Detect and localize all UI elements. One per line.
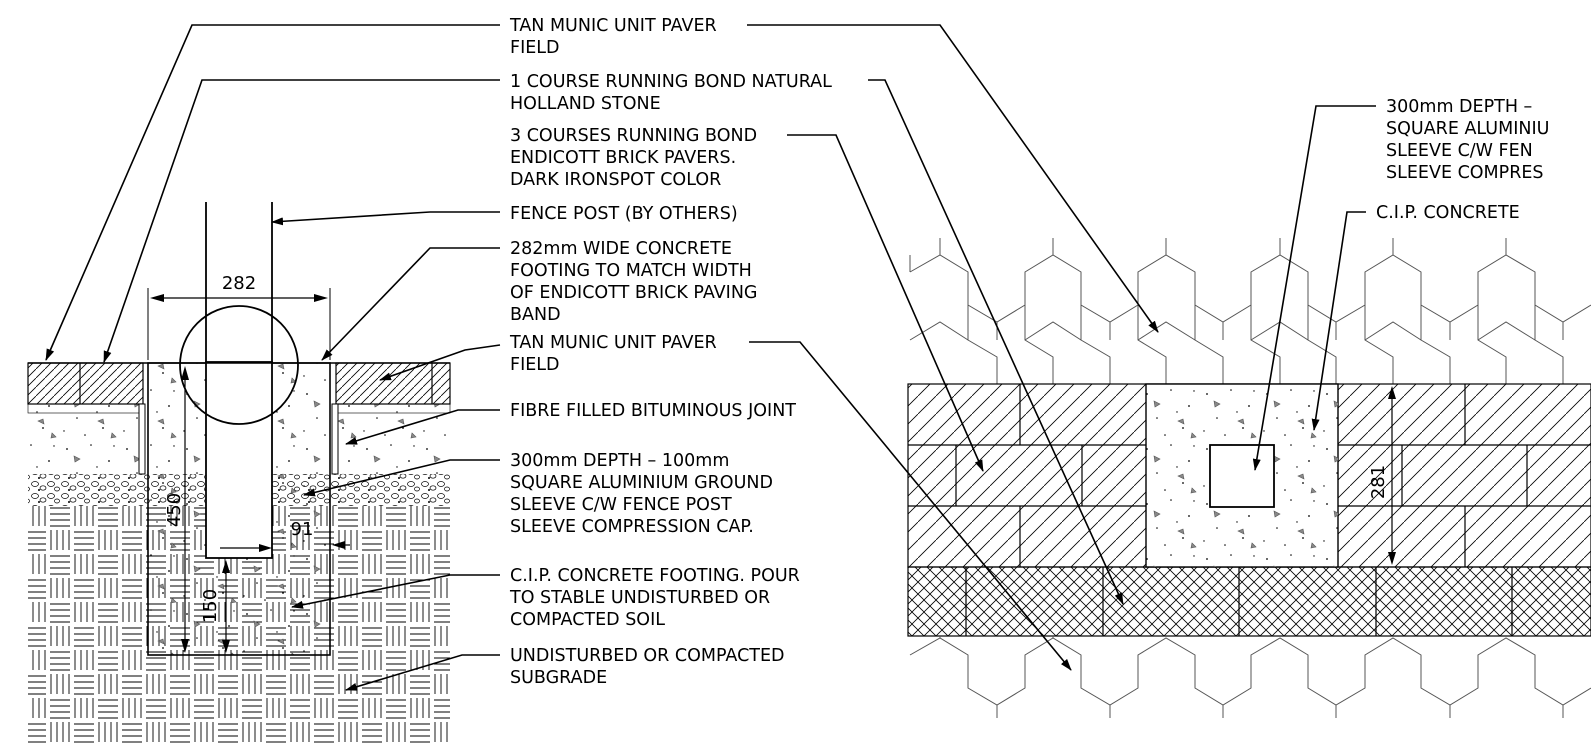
label-ground-sleeve-c: SLEEVE C/W FENCE POST [510,495,732,515]
detail-callout-circle [179,305,299,425]
label-paver-field-1b: FIELD [510,38,560,58]
label-paver-field-2: TAN MUNIC UNIT PAVER [509,333,717,353]
dimension-282: 282 [147,273,331,360]
paver-left [27,362,144,405]
setting-bed-left [28,413,143,474]
unit-paver-field-top [909,238,1591,384]
dimension-450: 450 [164,366,189,653]
label-holland-stone-b: HOLLAND STONE [510,94,661,114]
label-ground-sleeve-b: SQUARE ALUMINIUM GROUND [510,473,773,493]
label-fence-post: FENCE POST (BY OTHERS) [510,204,738,224]
label-endicott-b: ENDICOTT BRICK PAVERS. [510,148,736,168]
plan-label-sleeve-b: SQUARE ALUMINIU [1386,119,1549,139]
paver-right [335,362,451,405]
leader-lines [45,24,1376,691]
joint-right [331,403,339,475]
holland-stone-course [907,566,1591,637]
label-subgrade: UNDISTURBED OR COMPACTED [510,646,785,666]
dimension-150: 150 [200,560,230,653]
label-endicott-c: DARK IRONSPOT COLOR [510,170,721,190]
dim-91-label: 91 [291,519,314,540]
dimension-281: 281 [1368,386,1396,565]
plan-label-sleeve-d: SLEEVE COMPRES [1386,163,1544,183]
label-concrete-footing: C.I.P. CONCRETE FOOTING. POUR [510,566,800,586]
label-subgrade-b: SUBGRADE [510,668,607,688]
label-endicott: 3 COURSES RUNNING BOND [510,126,757,146]
plan-label-sleeve-c: SLEEVE C/W FEN [1386,141,1533,161]
callout-labels: TAN MUNIC UNIT PAVER FIELD 1 COURSE RUNN… [509,16,1549,688]
label-footing-width-b: FOOTING TO MATCH WIDTH [510,261,752,281]
label-ground-sleeve: 300mm DEPTH – 100mm [510,451,729,471]
label-bituminous-joint: FIBRE FILLED BITUMINOUS JOINT [510,401,796,421]
label-footing-width-c: OF ENDICOTT BRICK PAVING [510,283,757,303]
dim-450-label: 450 [164,493,185,527]
label-concrete-footing-c: COMPACTED SOIL [510,610,665,630]
plan-view: 281 [907,238,1591,718]
dim-281-label: 281 [1368,465,1389,499]
fence-post [205,361,273,559]
dim-282-label: 282 [222,273,256,294]
section-view: 282 450 91 150 [27,202,451,743]
label-paver-field-2b: FIELD [510,355,560,375]
dimension-91: 91 [220,519,350,552]
label-holland-stone: 1 COURSE RUNNING BOND NATURAL [510,72,832,92]
joint-left [138,403,146,475]
label-ground-sleeve-d: SLEEVE COMPRESSION CAP. [510,517,754,537]
dim-150-label: 150 [200,589,221,623]
plan-label-sleeve: 300mm DEPTH – [1386,97,1532,117]
label-concrete-footing-b: TO STABLE UNDISTURBED OR [509,588,770,608]
label-footing-width: 282mm WIDE CONCRETE [510,239,732,259]
label-paver-field-1: TAN MUNIC UNIT PAVER [509,16,717,36]
plan-post-sleeve [1209,444,1275,508]
plan-label-concrete: C.I.P. CONCRETE [1376,203,1520,223]
label-footing-width-d: BAND [510,305,561,325]
unit-paver-field-bottom [909,636,1591,718]
